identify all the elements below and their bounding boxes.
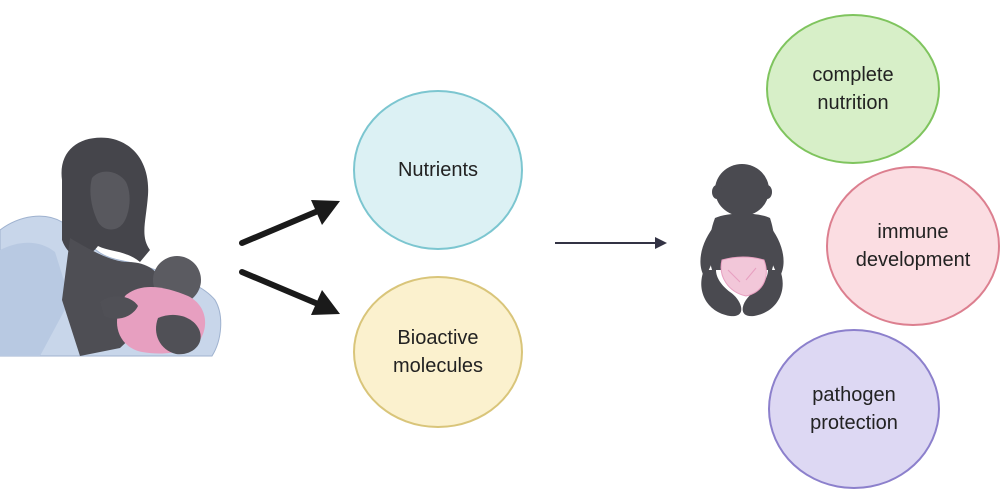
nutrients-label: Nutrients	[397, 159, 479, 181]
pathogen-protection-label: pathogen protection	[810, 384, 898, 434]
immune-development-label: immune development	[855, 221, 971, 271]
baby-icon	[700, 164, 784, 317]
complete-nutrition-label: complete nutrition	[812, 64, 894, 114]
complete-nutrition-circle: complete nutrition	[766, 14, 940, 164]
mother-breastfeeding-icon	[0, 137, 222, 357]
pathogen-protection-circle: pathogen protection	[768, 329, 940, 489]
arrow-to-nutrients	[239, 200, 340, 246]
bioactive-molecules-circle: Bioactive molecules	[353, 276, 523, 428]
nutrients-circle: Nutrients	[353, 90, 523, 250]
immune-development-circle: immune development	[826, 166, 1000, 326]
arrow-to-bioactive	[239, 269, 340, 315]
arrow-to-baby	[555, 237, 667, 249]
bioactive-molecules-label: Bioactive molecules	[392, 327, 484, 377]
